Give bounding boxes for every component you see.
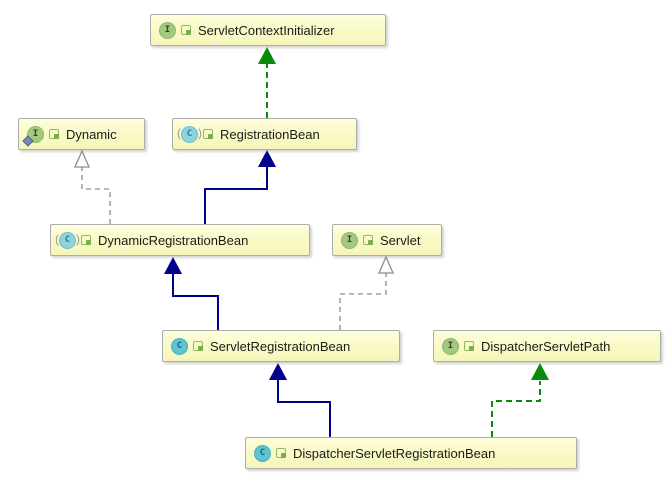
interface-icon: I [442, 337, 459, 355]
class-node-dynamic-registration-bean[interactable]: C DynamicRegistrationBean [50, 224, 310, 256]
class-name-label: Servlet [380, 232, 421, 248]
edge-dispatcherservletregistrationbean-extends-servletregistrationbean[interactable] [269, 363, 331, 437]
interface-icon-letter: I [447, 341, 454, 351]
class-icon-letter: C [176, 341, 183, 351]
interface-icon: I [159, 21, 176, 39]
edge-servletregistrationbean-implements-servlet[interactable] [339, 255, 394, 330]
abstract-class-icon: C [177, 125, 202, 143]
modifier-icon [193, 341, 203, 351]
class-icon-letter: C [259, 448, 266, 458]
class-icon-letter: C [64, 235, 71, 245]
class-node-registration-bean[interactable]: C RegistrationBean [172, 118, 357, 150]
modifier-icon [203, 129, 213, 139]
interface-icon-letter: I [32, 129, 39, 139]
class-icon: C [254, 444, 271, 462]
class-node-servlet[interactable]: I Servlet [332, 224, 442, 256]
edge-registrationbean-implements-servletcontextinitializer[interactable] [258, 47, 276, 118]
interface-icon-letter: I [164, 25, 171, 35]
class-name-label: ServletContextInitializer [198, 22, 335, 38]
abstract-class-icon: C [55, 231, 80, 249]
class-icon: C [171, 337, 188, 355]
class-node-dispatcher-servlet-path[interactable]: I DispatcherServletPath [433, 330, 661, 362]
interface-icon: I [341, 231, 358, 249]
class-name-label: DispatcherServletPath [481, 338, 611, 354]
class-icon-letter: C [186, 129, 193, 139]
edge-dynamicregistrationbean-extends-registrationbean[interactable] [204, 150, 276, 224]
edge-dispatcherservletregistrationbean-implements-dispatcherservletpath[interactable] [491, 363, 549, 437]
class-name-label: RegistrationBean [220, 126, 320, 142]
modifier-icon [363, 235, 373, 245]
edge-dynamicregistrationbean-implements-dynamic[interactable] [74, 149, 111, 224]
class-name-label: DynamicRegistrationBean [98, 232, 249, 248]
modifier-icon [181, 25, 191, 35]
class-node-servlet-context-initializer[interactable]: I ServletContextInitializer [150, 14, 386, 46]
interface-icon: I [22, 125, 44, 147]
modifier-icon [81, 235, 91, 245]
edge-servletregistrationbean-extends-dynamicregistrationbean[interactable] [164, 257, 219, 330]
class-node-servlet-registration-bean[interactable]: C ServletRegistrationBean [162, 330, 400, 362]
class-name-label: DispatcherServletRegistrationBean [293, 445, 496, 461]
modifier-icon [464, 341, 474, 351]
class-node-dispatcher-servlet-registration-bean[interactable]: C DispatcherServletRegistrationBean [245, 437, 577, 469]
modifier-icon [49, 129, 59, 139]
interface-icon-letter: I [346, 235, 353, 245]
class-node-dynamic[interactable]: I Dynamic [18, 118, 145, 150]
class-name-label: ServletRegistrationBean [210, 338, 351, 354]
modifier-icon [276, 448, 286, 458]
class-name-label: Dynamic [66, 126, 117, 142]
